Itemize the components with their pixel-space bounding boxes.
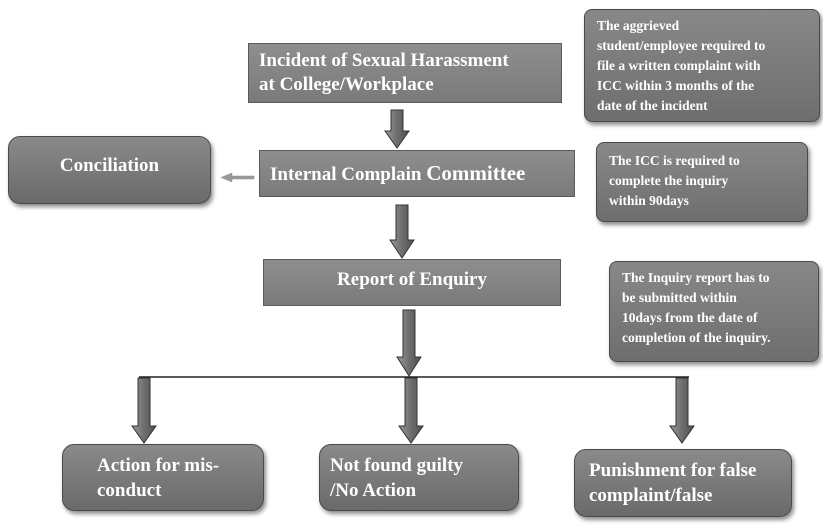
note1-line-5: date of the incident xyxy=(597,98,708,113)
arrow-to-not-guilty xyxy=(398,377,424,444)
note1-line-2: student/employee required to xyxy=(597,38,766,53)
note2-line-3: within 90days xyxy=(609,193,689,208)
note3-line-2: be submitted within xyxy=(622,290,737,305)
note2-line-1: The ICC is required to xyxy=(609,153,740,168)
punishment-box: Punishment for false complaint/false xyxy=(574,449,792,517)
incident-line-1: Incident of Sexual Harassment xyxy=(259,50,509,71)
note1-line-4: ICC within 3 months of the xyxy=(597,78,755,93)
note-inquiry-deadline: The ICC is required to complete the inqu… xyxy=(596,142,808,222)
incident-line-2: at College/Workplace xyxy=(259,74,434,95)
report-label: Report of Enquiry xyxy=(337,269,487,290)
icc-box: Internal Complain Committee xyxy=(259,150,575,197)
not-guilty-line-1: Not found guilty xyxy=(330,455,464,476)
conciliation-label: Conciliation xyxy=(59,155,160,176)
note3-line-4: completion of the inquiry. xyxy=(622,330,771,345)
action-box: Action for mis- conduct xyxy=(62,444,264,511)
incident-box: Incident of Sexual Harassment at College… xyxy=(248,43,562,103)
note-report-deadline: The Inquiry report has to be submitted w… xyxy=(609,261,819,362)
arrow-incident-to-icc xyxy=(384,109,410,149)
note3-line-3: 10days from the date of xyxy=(622,310,758,325)
punishment-line-1: Punishment for false xyxy=(589,460,757,481)
action-line-2: conduct xyxy=(97,480,162,501)
arrow-to-punishment xyxy=(669,377,695,444)
conciliation-box: Conciliation xyxy=(8,136,211,204)
arrow-icc-to-conciliation xyxy=(220,172,255,183)
arrow-icc-to-report xyxy=(389,204,415,259)
report-box: Report of Enquiry xyxy=(263,259,561,306)
note2-line-2: complete the inquiry xyxy=(609,173,729,188)
not-guilty-box: Not found guilty /No Action xyxy=(319,444,519,511)
icc-label-part2: Committee xyxy=(426,161,526,185)
not-guilty-line-2: /No Action xyxy=(330,480,417,501)
icc-label-part1: Internal Complain xyxy=(270,164,427,185)
arrow-report-to-branch xyxy=(396,309,422,377)
note-complaint-filing: The aggrieved student/employee required … xyxy=(584,9,820,122)
note3-line-1: The Inquiry report has to xyxy=(622,270,770,285)
note1-line-3: file a written complaint with xyxy=(597,58,761,73)
action-line-1: Action for mis- xyxy=(97,455,220,476)
arrow-to-action xyxy=(131,377,157,444)
punishment-line-2: complaint/false xyxy=(589,485,713,506)
note1-line-1: The aggrieved xyxy=(597,18,680,33)
